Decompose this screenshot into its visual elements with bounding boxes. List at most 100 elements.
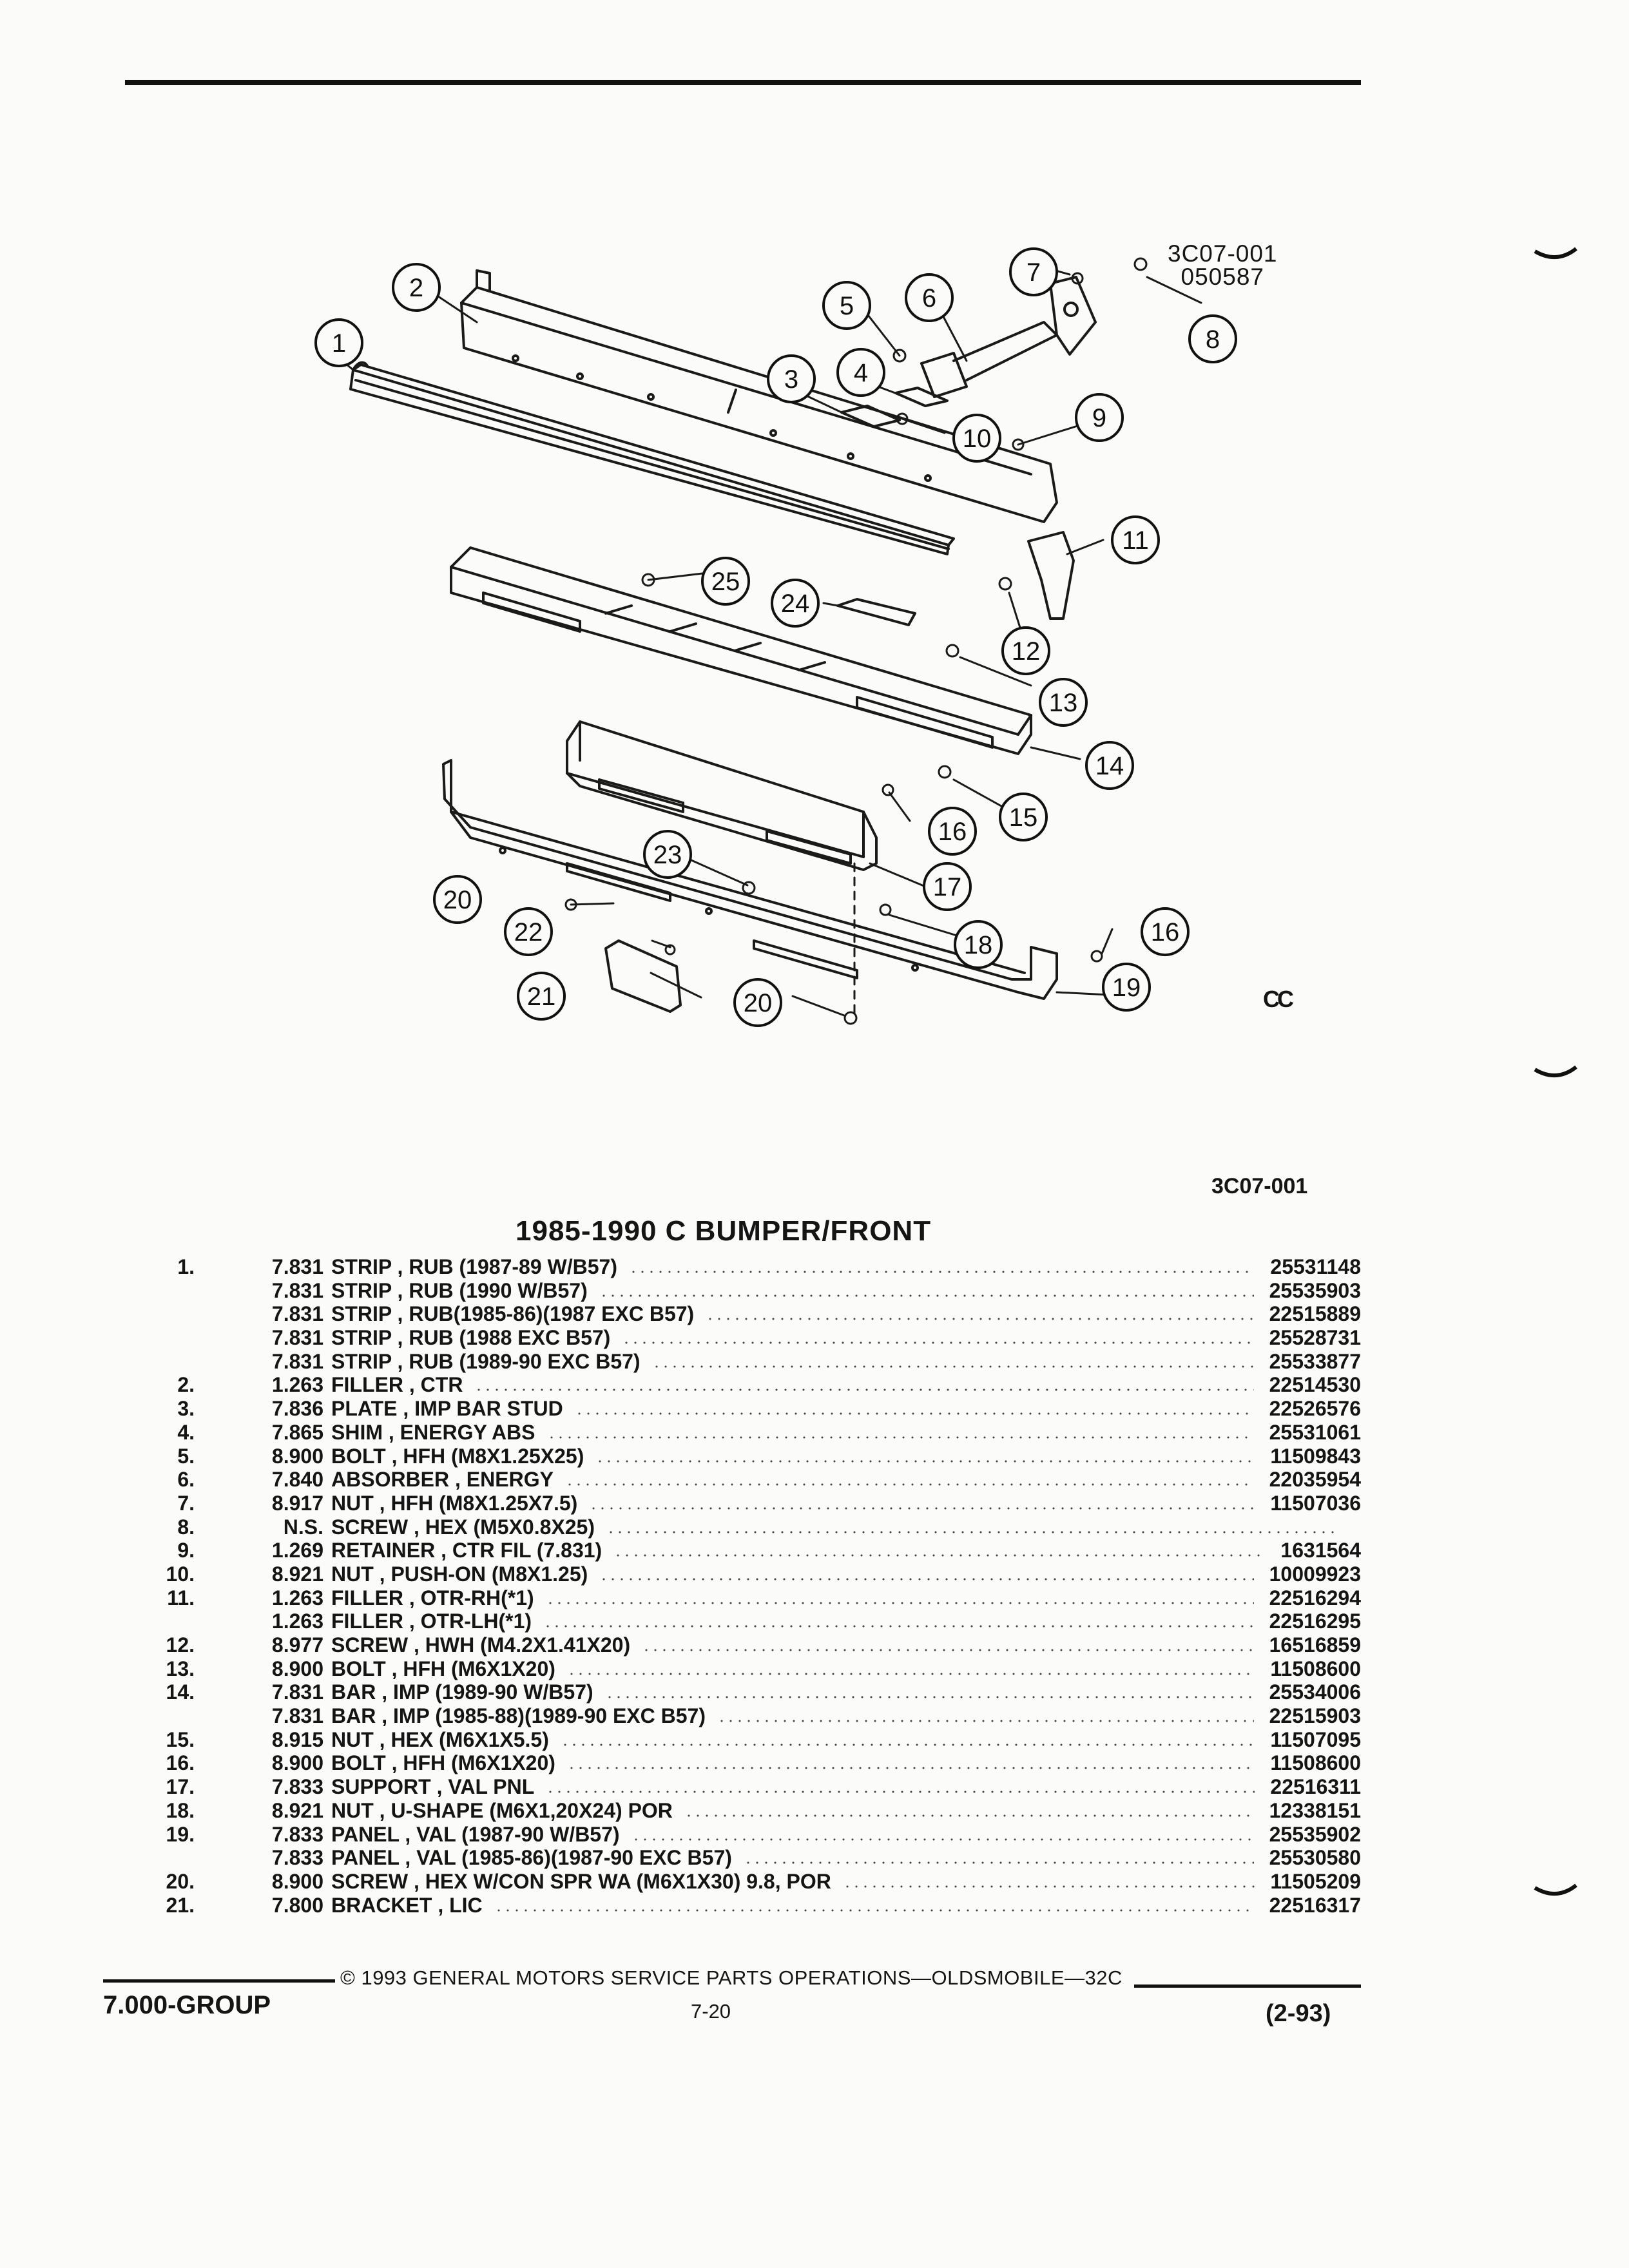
footer-copyright: © 1993 GENERAL MOTORS SERVICE PARTS OPER… <box>340 1966 1123 1989</box>
item-number: 5. <box>177 1444 195 1468</box>
plate-part <box>840 405 901 428</box>
part-number: 11507095 <box>1270 1727 1361 1751</box>
callout-number: 25 <box>711 568 740 596</box>
part-description: PANEL , VAL (1987-90 W/B57) <box>331 1822 620 1846</box>
dot-leader <box>631 1838 1254 1841</box>
item-number: 3. <box>177 1397 195 1421</box>
callout-circle <box>1111 515 1160 564</box>
group-number: 8.917 <box>271 1491 323 1515</box>
callout-8: 8 <box>1188 314 1237 363</box>
part-number: 12338151 <box>1269 1798 1361 1822</box>
dot-leader <box>575 1412 1254 1416</box>
group-number: 8.915 <box>271 1727 323 1751</box>
callout-13: 13 <box>1039 678 1088 727</box>
part-number: 10009923 <box>1269 1562 1361 1586</box>
part-number: 11508600 <box>1270 1657 1361 1680</box>
dot-leader <box>605 1696 1254 1699</box>
outer-filler-part <box>1027 531 1075 620</box>
callout-number: 17 <box>933 873 962 901</box>
callout-circle <box>1001 626 1050 675</box>
callout-circle <box>643 830 692 879</box>
dot-leader <box>629 1271 1255 1273</box>
group-number: 7.831 <box>271 1349 323 1373</box>
part-number: 22035954 <box>1269 1468 1361 1492</box>
footer-date: (2-93) <box>1266 2000 1331 2027</box>
callout-number: 1 <box>332 329 346 358</box>
part-number: 1631564 <box>1280 1539 1361 1562</box>
dot-leader <box>595 1459 1255 1463</box>
item-number: 12. <box>166 1633 195 1657</box>
callout-number: 16 <box>1151 918 1180 947</box>
dot-leader <box>561 1743 1255 1746</box>
part-description: STRIP , RUB (1989-90 EXC B57) <box>331 1349 641 1373</box>
callout-7: 7 <box>1009 247 1058 296</box>
part-description: BOLT , HFH (M8X1.25X25) <box>331 1444 584 1468</box>
callout-11: 11 <box>1111 515 1160 564</box>
callout-19: 19 <box>1102 963 1151 1012</box>
callout-circle <box>822 281 871 330</box>
page-title: 1985-1990 C BUMPER/FRONT <box>516 1215 932 1247</box>
dot-leader <box>843 1885 1255 1888</box>
margin-mark-3 <box>1534 1883 1577 1896</box>
dot-leader <box>474 1389 1254 1392</box>
callout-number: 21 <box>527 983 556 1011</box>
callout-number: 3 <box>784 365 798 394</box>
item-number: 15. <box>166 1727 195 1751</box>
callout-circle <box>836 348 885 397</box>
callout-number: 22 <box>514 918 543 947</box>
part-description: NUT , HFH (M8X1.25X7.5) <box>331 1491 578 1515</box>
part-number: 25531061 <box>1269 1420 1361 1444</box>
callout-circle <box>999 793 1048 841</box>
item-number: 21. <box>166 1893 195 1917</box>
part-number: 22516294 <box>1269 1586 1361 1610</box>
dot-leader <box>567 1767 1255 1770</box>
callout-20: 20 <box>433 875 482 924</box>
shim-part <box>894 387 949 407</box>
group-number: 7.836 <box>271 1397 323 1421</box>
item-number: 9. <box>177 1539 195 1562</box>
part-description: FILLER , CTR <box>331 1373 463 1397</box>
part-description: NUT , PUSH-ON (M8X1.25) <box>331 1562 588 1586</box>
part-number: 22526576 <box>1269 1397 1361 1421</box>
part-description: ABSORBER , ENERGY <box>331 1468 554 1492</box>
part-description: STRIP , RUB (1988 EXC B57) <box>331 1326 611 1350</box>
callout-18: 18 <box>954 920 1003 969</box>
callout-number: 18 <box>964 931 993 959</box>
footer-rule-left <box>103 1979 335 1983</box>
figure-code: 3C07-001 050587 <box>1168 242 1278 289</box>
part-description: STRIP , RUB(1985-86)(1987 EXC B57) <box>331 1302 695 1326</box>
part-description: STRIP , RUB (1987-89 W/B57) <box>331 1255 617 1278</box>
dot-leader <box>589 1506 1255 1510</box>
callout-20: 20 <box>733 978 782 1027</box>
footer-group-label: 7.000-GROUP <box>103 1991 271 2019</box>
callout-number: 20 <box>744 989 773 1017</box>
callout-number: 5 <box>840 292 854 320</box>
part-number: 22516317 <box>1269 1893 1361 1917</box>
callout-number: 2 <box>409 274 423 302</box>
part-number: 25533877 <box>1269 1349 1361 1373</box>
callout-circle <box>314 318 363 367</box>
group-number: 7.840 <box>271 1468 323 1492</box>
dot-leader <box>565 1483 1254 1486</box>
callout-number: 12 <box>1012 637 1041 666</box>
item-number: 19. <box>166 1822 195 1846</box>
group-number: 8.900 <box>271 1751 323 1775</box>
valance-support-part <box>566 720 878 871</box>
part-description: BRACKET , LIC <box>331 1893 483 1917</box>
dot-leader <box>494 1908 1254 1912</box>
part-number: 11509843 <box>1270 1444 1361 1468</box>
callout-16: 16 <box>1141 907 1190 956</box>
footer-page-number: 7-20 <box>691 2000 731 2023</box>
group-number: 7.833 <box>271 1822 323 1846</box>
callout-circle <box>1085 741 1134 790</box>
group-number: 7.831 <box>271 1704 323 1728</box>
callout-number: 19 <box>1112 974 1141 1002</box>
